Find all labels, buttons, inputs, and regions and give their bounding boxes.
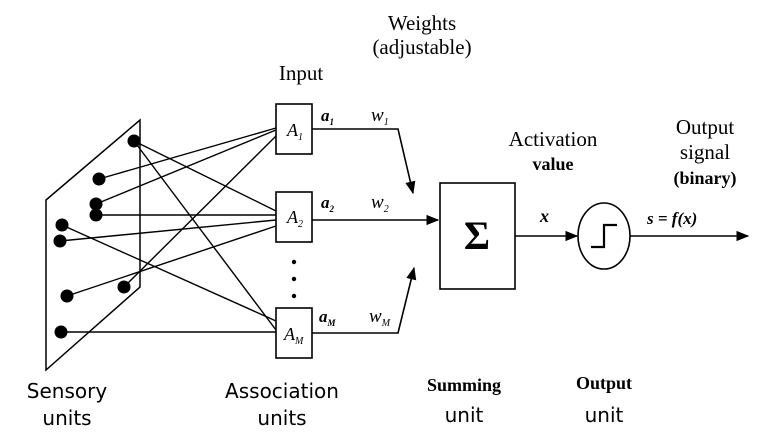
input-title: Input <box>279 61 323 85</box>
sensory-title: Sensory <box>27 379 108 403</box>
sensory-dot <box>92 172 106 186</box>
input-label-m: aM <box>319 307 337 328</box>
weight-label-2: w2 <box>371 192 389 215</box>
sensory-plane <box>45 118 141 372</box>
sensory-dot <box>60 289 74 303</box>
summing-title: Summing <box>427 375 501 395</box>
activation-title: Activation <box>509 127 598 151</box>
sensory-dot <box>53 234 67 248</box>
weights-title: Weights <box>388 11 456 35</box>
input-label-2: a2 <box>321 193 335 214</box>
output-signal-title: Output <box>676 115 735 139</box>
output-formula: s = f(x) <box>646 209 697 228</box>
output-signal-subtitle: signal <box>680 140 730 164</box>
weight-label-1: w1 <box>371 105 389 128</box>
summing-unit <box>439 182 516 290</box>
activation-subtitle: value <box>532 154 573 174</box>
ellipsis-dots <box>291 259 297 299</box>
sensory-dot <box>89 208 103 222</box>
sensory-connections <box>59 127 277 333</box>
sensory-dot <box>127 134 141 148</box>
x-label: x <box>539 206 549 226</box>
association-label-2: A2 <box>286 207 303 230</box>
weights-subtitle: (adjustable) <box>372 35 471 59</box>
output-signal-binary: (binary) <box>674 168 737 189</box>
sensory-subtitle: units <box>42 406 91 430</box>
output-unit-subtitle: unit <box>585 403 624 427</box>
association-label-m: AM <box>283 324 304 347</box>
sum-symbol: Σ <box>464 213 490 258</box>
weight-label-m: wM <box>369 306 391 329</box>
sensory-dot <box>55 218 69 232</box>
summing-subtitle: unit <box>445 403 484 427</box>
weighted-connections <box>312 128 440 334</box>
association-subtitle: units <box>257 406 306 430</box>
sensory-dot <box>54 325 68 339</box>
sensory-dot <box>89 197 103 211</box>
association-label-1: A1 <box>286 120 303 143</box>
step-function-icon <box>591 223 617 249</box>
association-box-m <box>275 307 313 359</box>
association-box-2 <box>275 191 313 243</box>
association-title: Association <box>225 379 339 403</box>
output-unit-title: Output <box>576 373 632 393</box>
association-box-1 <box>275 103 313 155</box>
sensory-units <box>53 134 141 339</box>
input-label-1: a1 <box>321 106 334 127</box>
sensory-dot <box>117 280 131 294</box>
